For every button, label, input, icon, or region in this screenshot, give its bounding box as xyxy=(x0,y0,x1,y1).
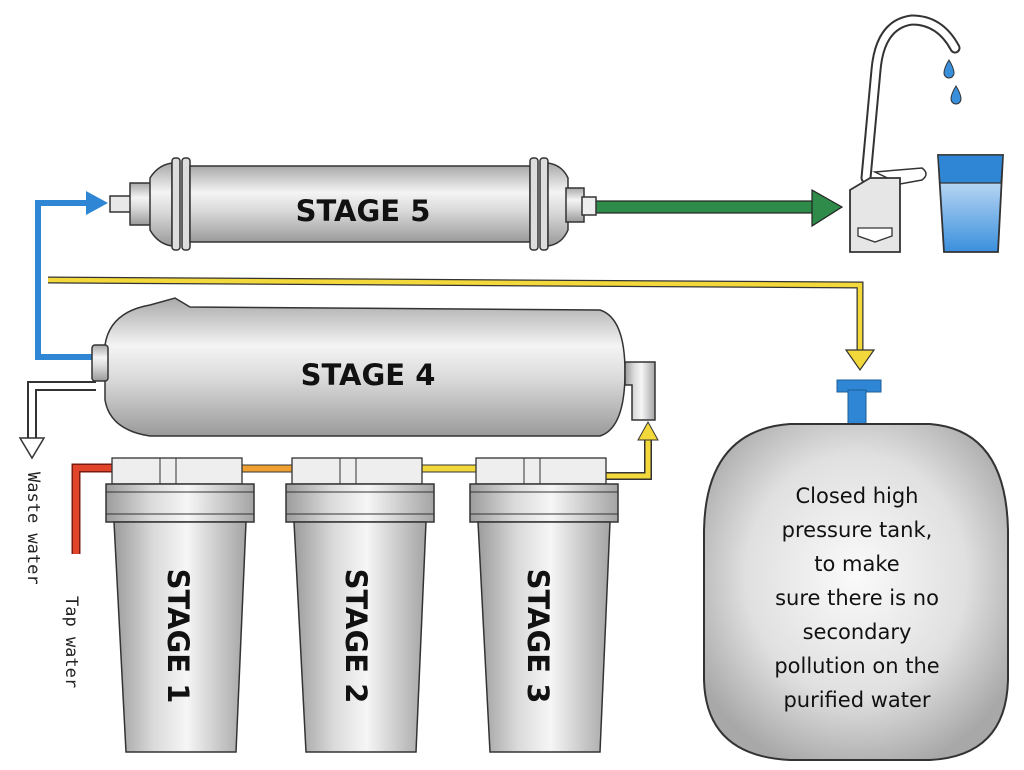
flow-stage4-to-tank xyxy=(47,276,876,372)
tank-text-line: Closed high xyxy=(796,484,919,508)
stage-1-filter: STAGE 1 xyxy=(105,457,255,753)
tank-text-line: sure there is no xyxy=(775,586,939,610)
tank-text-line: purified water xyxy=(783,688,930,712)
tank-text-line: pressure tank, xyxy=(782,518,933,542)
stage-1-label: STAGE 1 xyxy=(161,569,195,704)
tank-text-line: to make xyxy=(814,552,899,576)
tank-description: Closed high pressure tank, to make sure … xyxy=(774,484,939,712)
flow-stage3-to-stage4 xyxy=(605,420,659,480)
arrow-down-icon xyxy=(18,437,46,460)
tank-text-line: pollution on the xyxy=(774,654,939,678)
flow-stage5-to-faucet xyxy=(594,188,844,228)
water-drop-icon xyxy=(950,85,962,105)
stage-5-label: STAGE 5 xyxy=(296,194,431,228)
faucet-icon xyxy=(849,14,961,253)
arrow-head-icon xyxy=(811,188,844,228)
stage-2-label: STAGE 2 xyxy=(339,569,373,704)
stage-3-label: STAGE 3 xyxy=(521,569,555,704)
arrow-head-icon xyxy=(844,349,876,372)
flow-stage4-to-stage5 xyxy=(35,191,108,360)
arrow-up-icon xyxy=(637,420,659,441)
water-glass-icon xyxy=(937,154,1004,253)
waste-water-label: Waste water xyxy=(23,472,43,585)
pressure-tank: Closed high pressure tank, to make sure … xyxy=(703,379,1009,761)
stage-4-label: STAGE 4 xyxy=(301,358,436,392)
stage-5-filter: STAGE 5 xyxy=(109,157,597,251)
tap-water-label: Tap water xyxy=(61,596,81,688)
water-drop-icon xyxy=(943,59,955,79)
stage-2-filter: STAGE 2 xyxy=(285,457,435,753)
tank-text-line: secondary xyxy=(803,620,912,644)
flow-waste-out xyxy=(18,381,96,460)
elbow-fitting xyxy=(624,361,656,421)
arrow-head-icon xyxy=(86,191,108,215)
stage-4-membrane: STAGE 4 xyxy=(91,297,656,437)
stage-3-filter: STAGE 3 xyxy=(469,457,619,753)
